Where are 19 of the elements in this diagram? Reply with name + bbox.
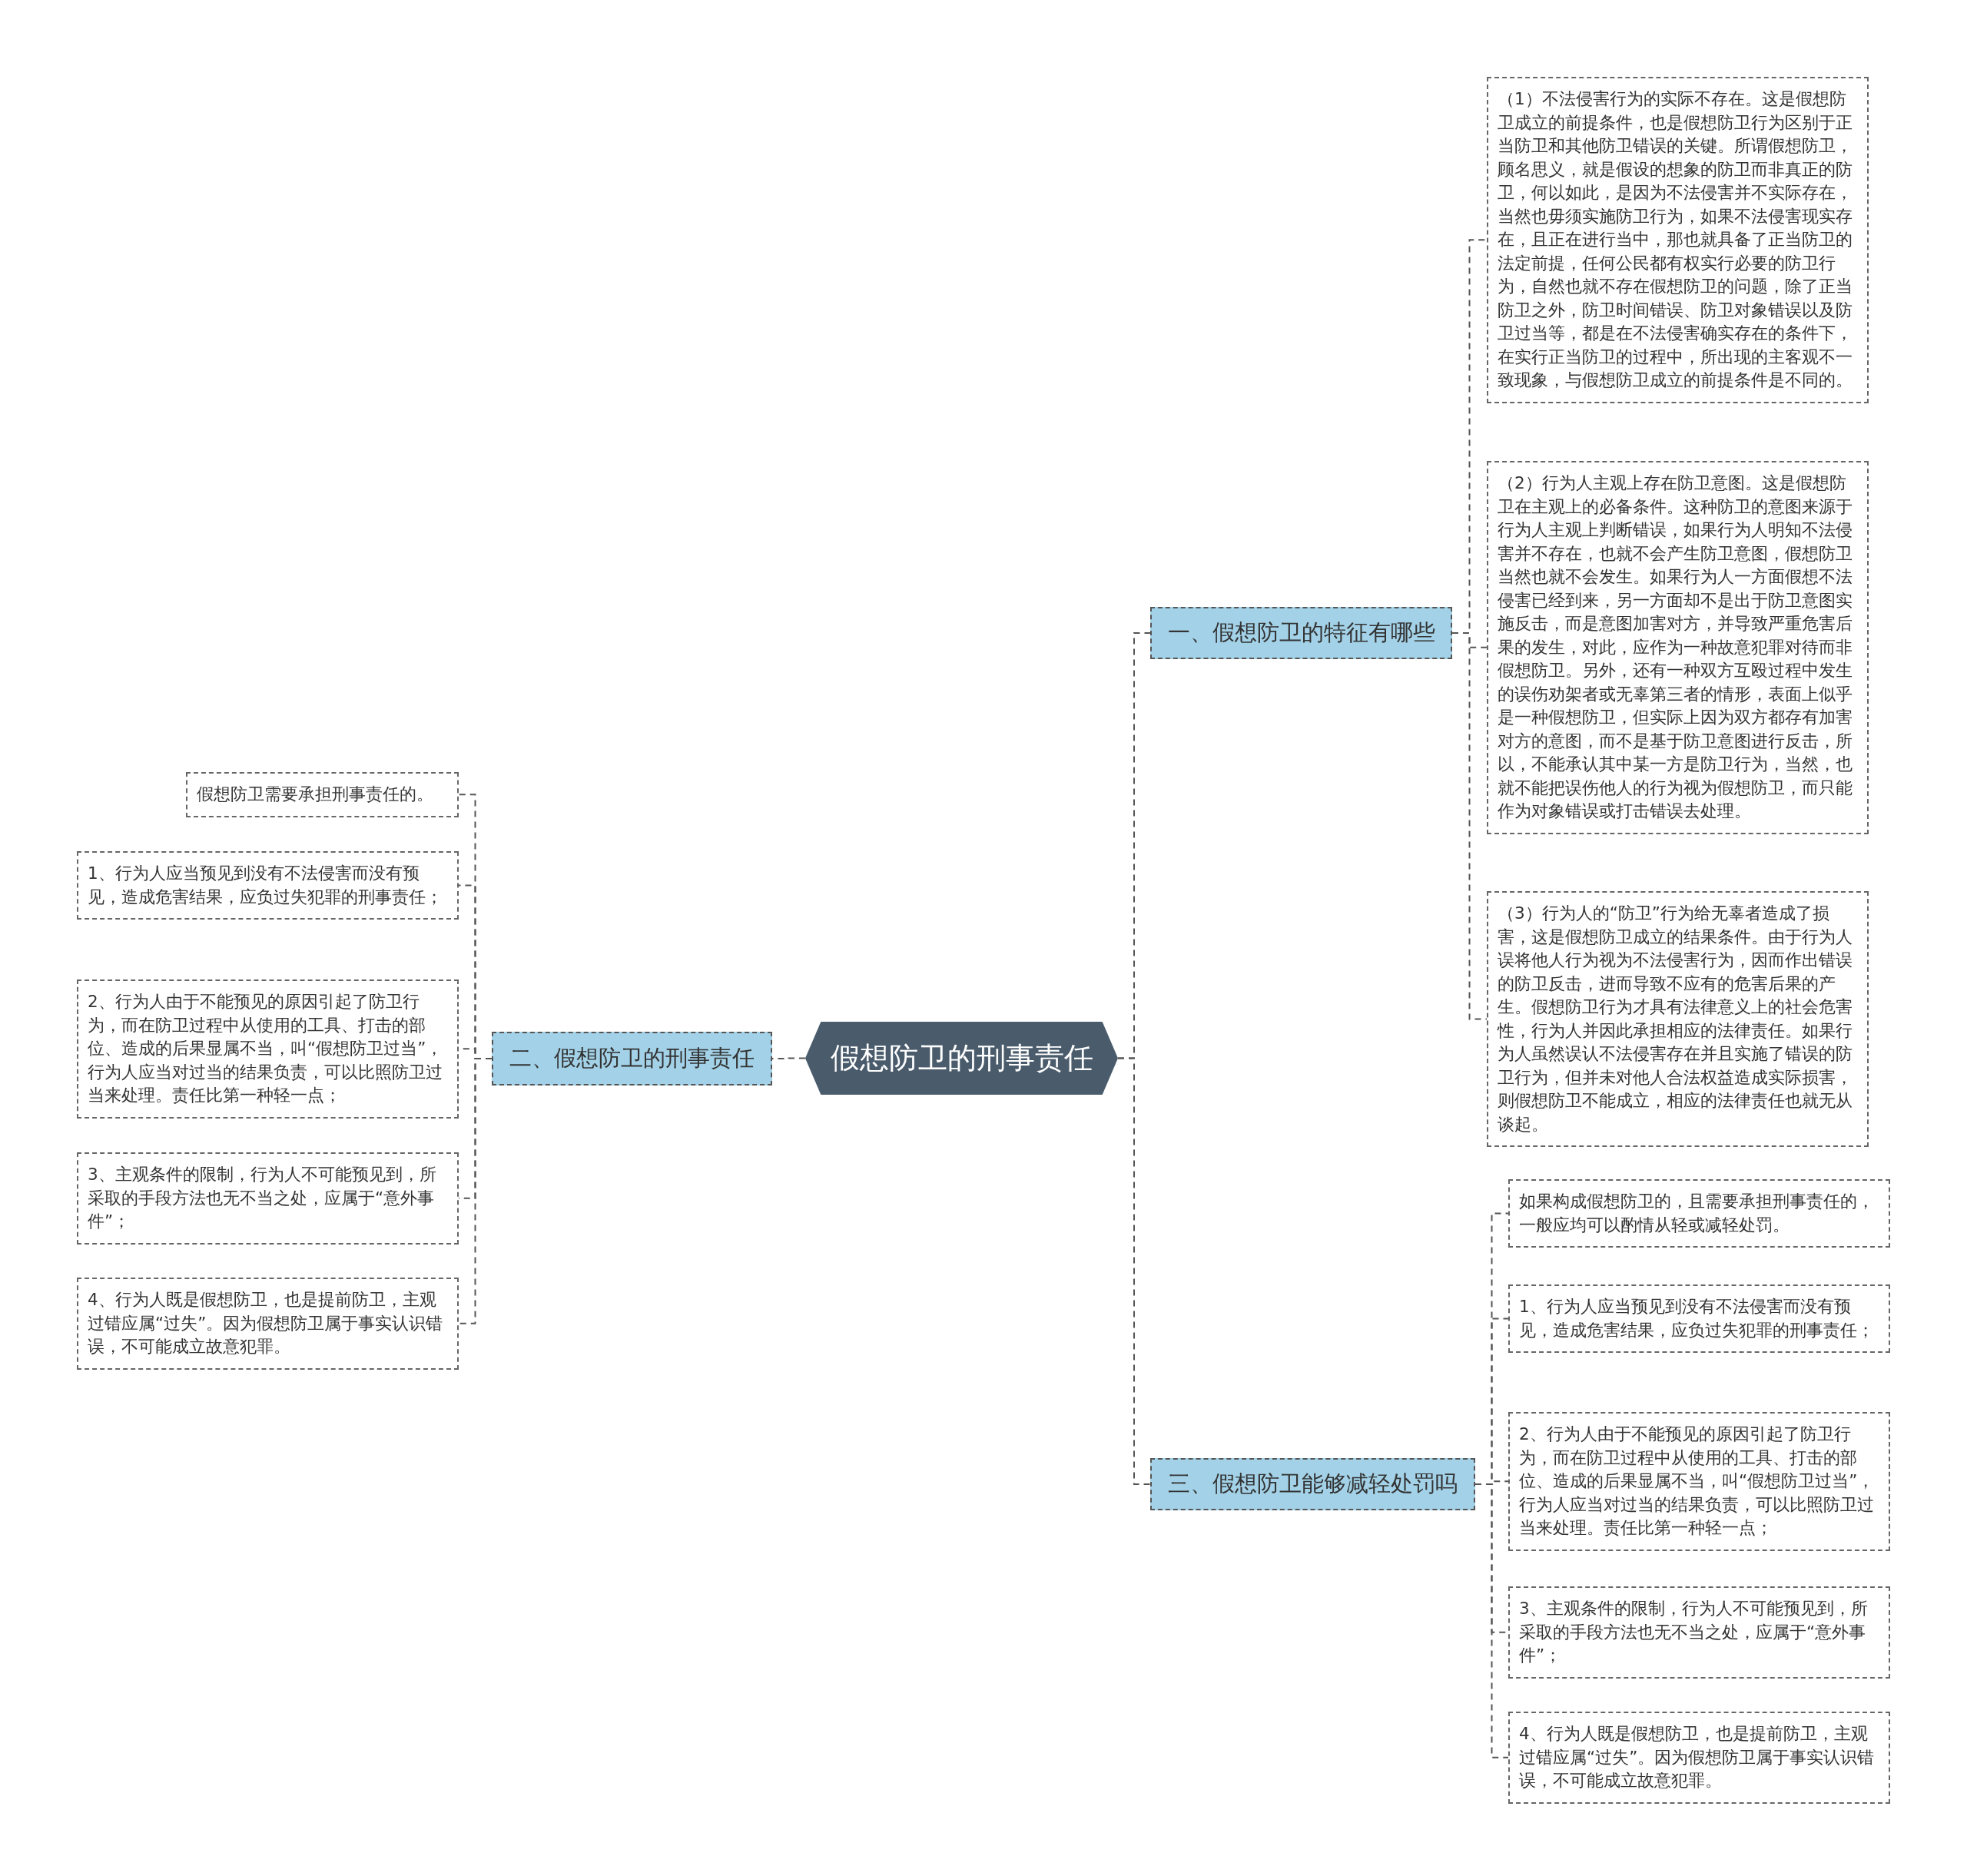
text-note-box: （2）行为人主观上存在防卫意图。这是假想防卫在主观上的必备条件。这种防卫的意图来源于行为人主观上判断错误，如果行为人明知不法侵害并不存在，也就不会产生防卫意图，假想防卫当然也就不会发生。如果行为人一方面假想不法侵害已经到来，另一方面却不是出于防卫意图实施反击，而是意图加害对方，并导致严重危害后果的发生，对此，应作为一种故意犯罪对待而非假想防卫。另外，还有一种双方互殴过程中发生的误伤劝架者或无辜第三者的情形，表面上似乎是一种假想防卫，但实际上因为双方都存有加害对方的意图，而不是基于防卫意图进行反击，所以，不能承认其中某一方是防卫行为，当然，也就不能把误伤他人的行为视为假想防卫，而只能作为对象错误或打击错误去处理。: [1487, 461, 1869, 834]
connector-line: [1117, 1057, 1151, 1485]
topic-text: 假想防卫的刑事责任: [830, 1040, 1093, 1076]
text-note-box: 假想防卫需要承担刑事责任的。: [186, 772, 459, 817]
text-note-box: 3、主观条件的限制，行为人不可能预见到，所采取的手段方法也无不当之处，应属于“意外事件”；: [77, 1152, 459, 1245]
text-note-box: 如果构成假想防卫的，且需要承担刑事责任的，一般应均可以酌情从轻或减轻处罚。: [1508, 1179, 1890, 1248]
branch-topic-box: 一、假想防卫的特征有哪些: [1150, 607, 1452, 659]
text-note-box: 1、行为人应当预见到没有不法侵害而没有预见，造成危害结果，应负过失犯罪的刑事责任；: [1508, 1284, 1890, 1353]
branch-topic-box: 二、假想防卫的刑事责任: [492, 1032, 772, 1085]
text-note-box: 1、行为人应当预见到没有不法侵害而没有预见，造成危害结果，应负过失犯罪的刑事责任；: [77, 851, 459, 920]
text-note-box: （3）行为人的“防卫”行为给无辜者造成了损害，这是假想防卫成立的结果条件。由于行为人误将他人行为视为不法侵害行为，因而作出错误的防卫反击，进而导致不应有的危害后果的产生。假想防卫行为才具有法律意义上的社会危害性，行为人并因此承担相应的法律责任。如果行为人虽然误认不法侵害存在并且实施了错误的防卫行为，但并未对他人合法权益造成实际损害，则假想防卫不能成立，相应的法律责任也就无从谈起。: [1487, 891, 1869, 1147]
text-note-box: 4、行为人既是假想防卫，也是提前防卫，主观过错应属“过失”。因为假想防卫属于事实认识错误，不可能成立故意犯罪。: [1508, 1712, 1890, 1804]
branch-topic-box: 三、假想防卫能够减轻处罚吗: [1150, 1458, 1475, 1510]
text-note-box: （1）不法侵害行为的实际不存在。这是假想防卫成立的前提条件，也是假想防卫行为区别于正当防卫和其他防卫错误的关键。所谓假想防卫，顾名思义，就是假设的想象的防卫而非真正的防卫，何以如此，是因为不法侵害并不实际存在，当然也毋须实施防卫行为，如果不法侵害现实存在，且正在进行当中，那也就具备了正当防卫的法定前提，任何公民都有权实行必要的防卫行为，自然也就不存在假想防卫的问题，除了正当防卫之外，防卫时间错误、防卫对象错误以及防卫过当等，都是在不法侵害确实存在的条件下，在实行正当防卫的过程中，所出现的主客观不一致现象，与假想防卫成立的前提条件是不同的。: [1487, 77, 1869, 403]
text-note-box: 2、行为人由于不能预见的原因引起了防卫行为，而在防卫过程中从使用的工具、打击的部位、造成的后果显属不当，叫“假想防卫过当”，行为人应当对过当的结果负责，可以比照防卫过当来处理。责任比第一种轻一点；: [1508, 1412, 1890, 1551]
text-note-box: 4、行为人既是假想防卫，也是提前防卫，主观过错应属“过失”。因为假想防卫属于事实认识错误，不可能成立故意犯罪。: [77, 1278, 459, 1370]
text-note-box: 2、行为人由于不能预见的原因引起了防卫行为，而在防卫过程中从使用的工具、打击的部位、造成的后果显属不当，叫“假想防卫过当”，行为人应当对过当的结果负责，可以比照防卫过当来处理。责任比第一种轻一点；: [77, 979, 459, 1119]
central-topic-hexagon: [805, 1022, 1118, 1095]
text-note-box: 3、主观条件的限制，行为人不可能预见到，所采取的手段方法也无不当之处，应属于“意外事件”；: [1508, 1586, 1890, 1679]
